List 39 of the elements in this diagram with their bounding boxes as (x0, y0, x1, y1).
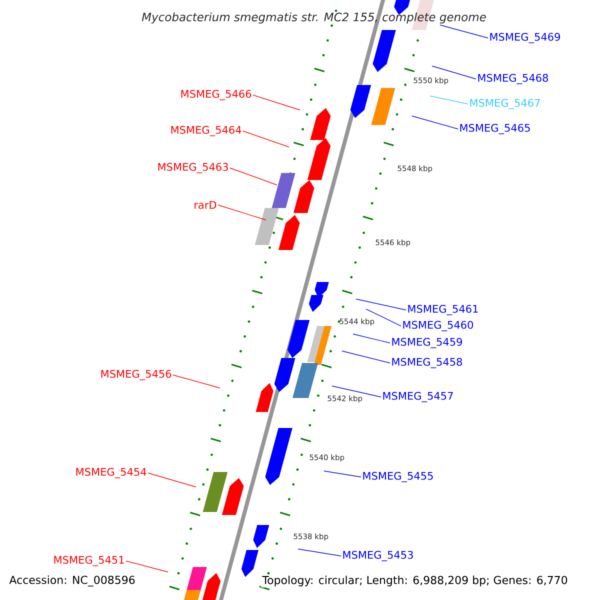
gene-label: MSMEG_5466 (181, 90, 252, 100)
leader-line (412, 116, 458, 130)
gene-label: MSMEG_5451 (54, 556, 124, 566)
gene-label: MSMEG_5456 (101, 370, 172, 380)
gene-label: MSMEG_5465 (460, 124, 530, 134)
gene-label: MSMEG_5457 (383, 392, 453, 402)
leader-line (252, 94, 300, 110)
leader-line (172, 374, 220, 388)
info-text: Topology: circular; Length: 6,988,209 bp; Genes: 6,770 (261, 574, 569, 588)
gene-label: MSMEG_5458 (392, 358, 462, 368)
gene-label: MSMEG_5467 (470, 98, 540, 110)
leader-line (148, 472, 196, 488)
leader-line (440, 24, 488, 38)
gene-label: MSMEG_5459 (392, 338, 462, 348)
leader-line (332, 386, 382, 398)
leader-line (432, 66, 476, 80)
gene-label: rarD (194, 201, 216, 209)
gene-label: MSMEG_5468 (478, 74, 548, 84)
gene-label: MSMEG_5463 (158, 162, 228, 174)
leader-line (366, 308, 402, 326)
gene-label: MSMEG_5460 (403, 320, 474, 332)
leader-line (356, 298, 406, 310)
title: Mycobacterium smegmatis str. MC2 155, complete genome (142, 12, 486, 24)
info-text: Accession: NC_008596 (8, 574, 136, 588)
leader-line (298, 548, 342, 556)
gene-label: MSMEG_5453 (343, 550, 413, 562)
leader-line (230, 168, 278, 186)
leader-line (430, 96, 468, 104)
leader-line (218, 204, 266, 220)
leader-line (126, 560, 168, 572)
gene-label: MSMEG_5461 (408, 304, 478, 316)
gene-label: MSMEG_5455 (363, 472, 433, 482)
leader-line (242, 130, 290, 148)
gene-label: MSMEG_5454 (76, 468, 146, 478)
gene-label: MSMEG_5469 (490, 32, 560, 44)
leader-line (352, 334, 390, 344)
leader-line (342, 350, 390, 364)
leader-line (324, 470, 362, 478)
gene-label: MSMEG_5464 (171, 126, 242, 136)
